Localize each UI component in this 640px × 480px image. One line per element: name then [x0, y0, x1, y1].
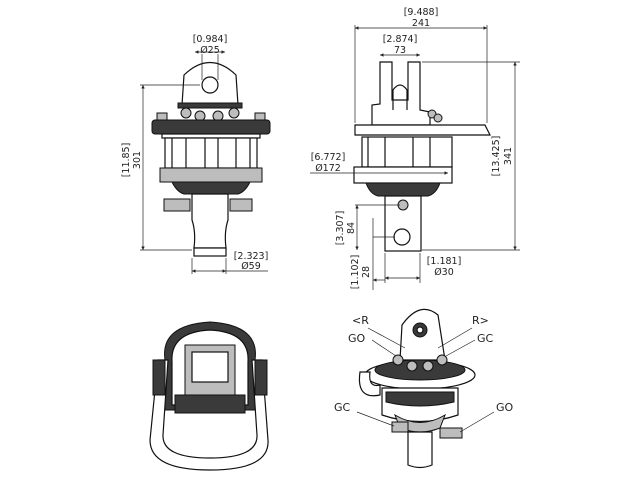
svg-text:<R: <R	[352, 314, 369, 327]
hydraulic-fittings	[180, 107, 240, 122]
svg-text:[0.984]: [0.984]	[193, 34, 228, 45]
side-flange	[354, 124, 491, 136]
lower-ring	[159, 167, 263, 183]
front-view	[151, 62, 271, 257]
top-perspective-view	[149, 321, 269, 471]
flange	[151, 119, 271, 135]
svg-text:Ø25: Ø25	[200, 45, 220, 56]
svg-text:Ø172: Ø172	[315, 163, 341, 174]
svg-text:Ø59: Ø59	[241, 261, 261, 272]
svg-text:301: 301	[132, 151, 143, 169]
svg-text:[1.102]: [1.102]	[350, 255, 361, 290]
side-view	[353, 61, 491, 252]
side-fittings-top	[427, 109, 443, 123]
port-labels: <R R> GO GC GC GO	[334, 314, 514, 433]
svg-text:GC: GC	[334, 401, 351, 414]
svg-text:GO: GO	[348, 332, 366, 345]
side-ring	[353, 166, 453, 184]
svg-text:GC: GC	[477, 332, 494, 345]
pin-hole	[201, 76, 219, 94]
shaft-hole	[393, 228, 411, 246]
shaft	[191, 193, 229, 249]
svg-text:[6.772]: [6.772]	[311, 152, 346, 163]
svg-text:241: 241	[412, 18, 430, 29]
front-dimensions: [0.984] Ø25 [11.85] 301 [2.323] Ø59	[121, 34, 268, 274]
svg-text:Ø30: Ø30	[434, 267, 454, 278]
svg-text:GO: GO	[496, 401, 514, 414]
housing	[164, 137, 258, 169]
svg-text:341: 341	[503, 147, 514, 165]
svg-text:[9.488]: [9.488]	[404, 7, 439, 18]
svg-text:28: 28	[361, 266, 372, 278]
side-dimensions: [9.488] 241 [2.874] 73 [13.425] 341 [6.7…	[310, 7, 520, 290]
svg-text:73: 73	[394, 45, 406, 56]
side-lug	[371, 61, 431, 126]
side-fittings	[163, 198, 253, 212]
svg-text:84: 84	[346, 222, 357, 234]
svg-text:R>: R>	[472, 314, 489, 327]
iso-view	[358, 308, 476, 469]
svg-text:[11.85]: [11.85]	[121, 143, 132, 178]
svg-text:[13.425]: [13.425]	[491, 136, 502, 177]
svg-text:[2.323]: [2.323]	[234, 251, 269, 262]
svg-text:[3.307]: [3.307]	[335, 211, 346, 246]
svg-text:[1.181]: [1.181]	[427, 256, 462, 267]
svg-text:[2.874]: [2.874]	[383, 34, 418, 45]
